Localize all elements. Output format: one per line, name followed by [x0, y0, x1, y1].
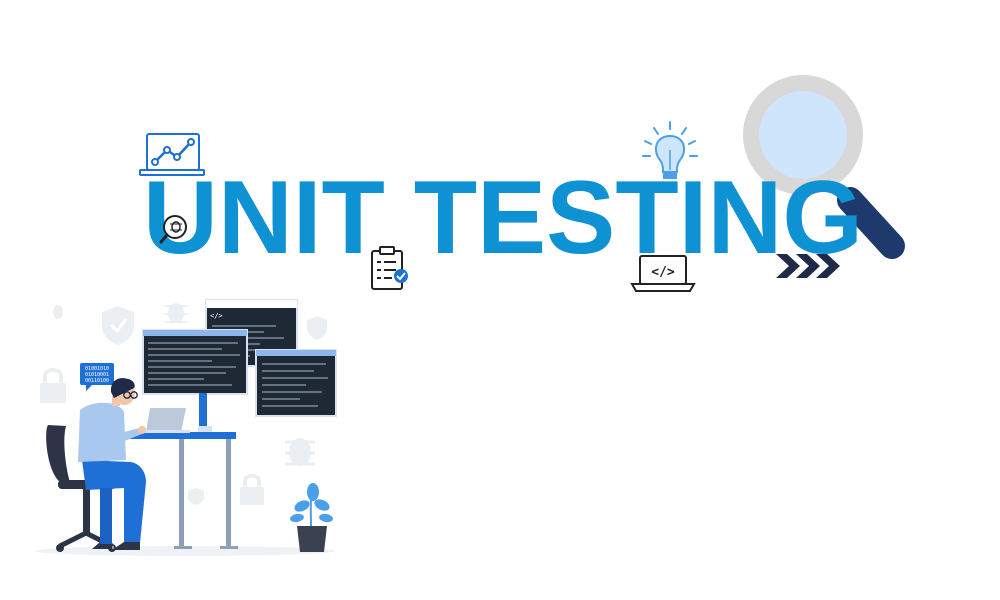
magnifying-glass-icon [743, 75, 905, 259]
background-decor [40, 303, 327, 505]
lightbulb-icon [642, 121, 698, 179]
desk-monitor [198, 393, 212, 432]
potted-plant [290, 483, 333, 552]
code-window-label: </> [210, 312, 223, 320]
binary-line: 00110100 [85, 378, 109, 384]
shield-check-icon [307, 316, 327, 340]
code-laptop-icon: </> [630, 255, 696, 292]
code-window [255, 349, 337, 417]
bug-search-icon [159, 215, 187, 244]
shield-icon [188, 488, 204, 505]
padlock-icon [40, 368, 66, 403]
developer-person [78, 378, 146, 550]
binary-line: 01001010 [85, 366, 109, 372]
developer-illustration: </> [35, 299, 337, 556]
forward-chevrons-icon [776, 254, 840, 278]
binary-line: 01010001 [85, 372, 109, 378]
code-window [142, 329, 248, 395]
chart-monitor-icon [139, 133, 205, 176]
shield-check-icon [102, 306, 134, 345]
bug-icon [165, 303, 187, 323]
checklist-clipboard-icon [371, 246, 408, 290]
padlock-icon [240, 473, 264, 505]
laptop [140, 408, 190, 433]
laptop-code-glyph: </> [651, 265, 675, 280]
bug-icon [53, 305, 63, 319]
bug-icon [285, 438, 315, 466]
page-title: UNIT TESTING [143, 160, 863, 276]
binary-speech-bubble: 01001010 01010001 00110100 [80, 363, 114, 391]
